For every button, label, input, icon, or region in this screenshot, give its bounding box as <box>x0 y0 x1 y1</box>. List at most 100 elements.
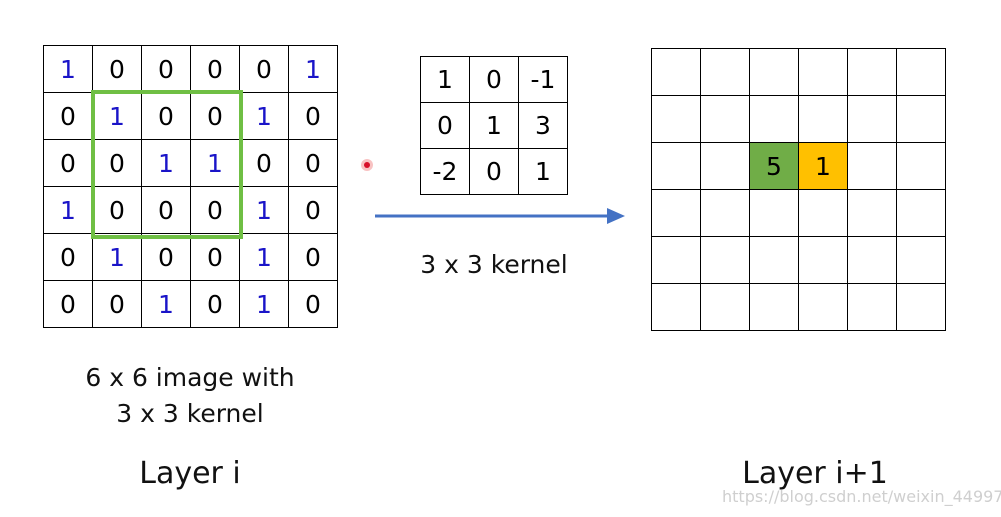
input-grid-cell: 1 <box>92 92 142 140</box>
input-grid-cell: 0 <box>288 139 338 187</box>
output-grid-cell <box>798 48 848 96</box>
output-grid-cell <box>749 48 799 96</box>
input-grid-cell: 0 <box>288 280 338 328</box>
input-grid-cell: 0 <box>190 233 240 281</box>
output-grid-cell <box>847 142 897 190</box>
input-grid-cell: 1 <box>239 186 289 234</box>
output-grid-row <box>651 236 946 284</box>
layer-i-label: Layer i <box>139 456 241 491</box>
layer-i-plus-1-label: Layer i+1 <box>742 456 888 491</box>
output-grid-cell <box>896 95 946 143</box>
input-grid-cell: 0 <box>288 186 338 234</box>
output-grid-cell <box>847 95 897 143</box>
input-grid-cell: 0 <box>141 233 191 281</box>
input-grid-cell: 0 <box>43 280 93 328</box>
output-grid-cell <box>749 95 799 143</box>
input-grid-cell: 0 <box>190 92 240 140</box>
right-arrow-icon <box>375 208 625 224</box>
input-grid-cell: 0 <box>43 92 93 140</box>
output-grid-cell <box>700 95 750 143</box>
output-grid-row <box>651 48 946 96</box>
output-grid-cell <box>896 236 946 284</box>
output-grid-cell <box>749 283 799 331</box>
input-grid-cell: 1 <box>141 280 191 328</box>
output-grid-cell <box>700 236 750 284</box>
input-grid-cell: 1 <box>43 45 93 93</box>
output-grid-row <box>651 95 946 143</box>
output-grid-cell <box>896 48 946 96</box>
input-grid-cell: 0 <box>190 186 240 234</box>
image-caption-line-2: 3 x 3 kernel <box>116 399 264 428</box>
output-grid-cell <box>847 48 897 96</box>
kernel-grid-cell: 1 <box>518 148 568 195</box>
input-grid-cell: 0 <box>141 45 191 93</box>
input-grid-cell: 0 <box>43 139 93 187</box>
output-grid-cell <box>896 189 946 237</box>
input-grid-cell: 1 <box>141 139 191 187</box>
output-grid-row <box>651 189 946 237</box>
image-caption: 6 x 6 image with 3 x 3 kernel <box>40 360 340 432</box>
input-grid-cell: 0 <box>239 45 289 93</box>
input-grid-cell: 0 <box>92 280 142 328</box>
output-grid-cell <box>651 189 701 237</box>
input-grid-cell: 1 <box>239 280 289 328</box>
output-grid-cell <box>651 236 701 284</box>
input-grid-cell: 0 <box>92 186 142 234</box>
output-grid-cell: 5 <box>749 142 799 190</box>
input-grid-cell: 0 <box>141 186 191 234</box>
output-grid-cell <box>749 189 799 237</box>
input-grid-cell: 0 <box>288 233 338 281</box>
input-grid-cell: 1 <box>288 45 338 93</box>
output-grid-cell <box>651 142 701 190</box>
input-grid-cell: 0 <box>190 45 240 93</box>
output-grid-cell <box>798 236 848 284</box>
input-grid-cell: 0 <box>92 45 142 93</box>
output-grid-cell <box>847 236 897 284</box>
input-grid-cell: 1 <box>92 233 142 281</box>
input-grid-cell: 0 <box>288 92 338 140</box>
input-grid-cell: 1 <box>43 186 93 234</box>
kernel-grid-cell: 0 <box>420 102 470 149</box>
output-grid-cell <box>896 142 946 190</box>
input-grid-cell: 0 <box>239 139 289 187</box>
kernel-grid-cell: -1 <box>518 56 568 103</box>
output-grid-cell <box>700 48 750 96</box>
output-grid-cell <box>798 95 848 143</box>
output-grid-cell <box>651 48 701 96</box>
output-grid-cell <box>700 189 750 237</box>
input-grid-cell: 0 <box>43 233 93 281</box>
output-grid-cell <box>798 283 848 331</box>
input-grid-cell: 0 <box>141 92 191 140</box>
kernel-grid-cell: -2 <box>420 148 470 195</box>
image-caption-line-1: 6 x 6 image with <box>85 363 295 392</box>
input-grid-cell: 0 <box>92 139 142 187</box>
output-grid-cell <box>847 283 897 331</box>
output-grid-cell <box>651 95 701 143</box>
input-grid-cell: 1 <box>239 92 289 140</box>
input-grid-cell: 1 <box>190 139 240 187</box>
pointer-dot <box>361 159 373 171</box>
output-grid-cell <box>700 142 750 190</box>
output-grid-cell <box>700 283 750 331</box>
kernel-grid-cell: 1 <box>469 102 519 149</box>
output-grid-cell <box>847 189 897 237</box>
output-grid-cell <box>749 236 799 284</box>
kernel-grid-cell: 0 <box>469 56 519 103</box>
input-grid-cell: 1 <box>239 233 289 281</box>
input-grid-cell: 0 <box>190 280 240 328</box>
output-grid-cell <box>896 283 946 331</box>
output-grid-cell: 1 <box>798 142 848 190</box>
kernel-grid-cell: 1 <box>420 56 470 103</box>
